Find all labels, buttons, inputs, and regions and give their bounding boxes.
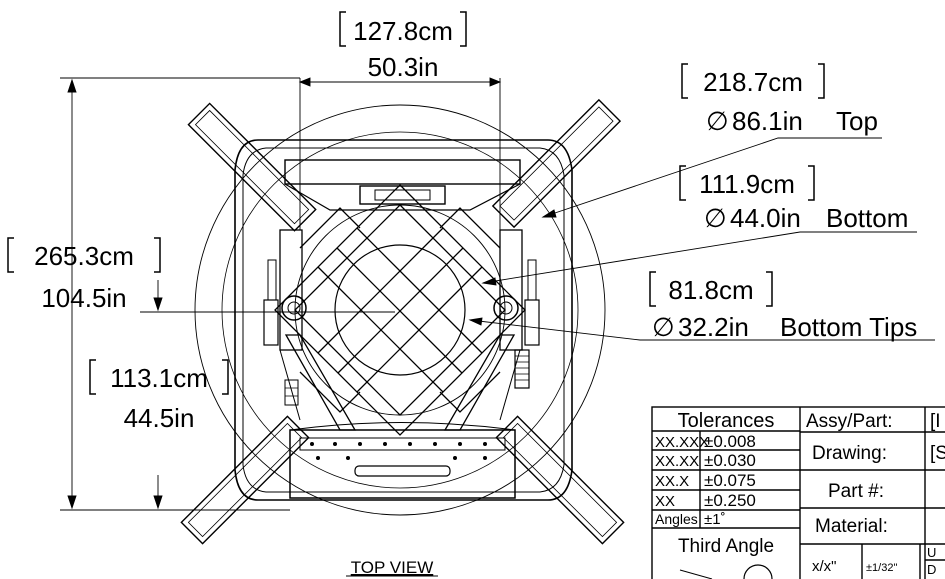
note-u: U bbox=[927, 545, 936, 560]
dim-tips-diameter: 81.8cm ∅ 32.2in Bottom Tips bbox=[649, 271, 917, 342]
tol-format-0: XX.XXX bbox=[655, 434, 709, 451]
dim-bottom-diameter-cm: 111.9cm bbox=[699, 169, 795, 199]
dim-bottom-diameter: 111.9cm ∅ 44.0in Bottom bbox=[679, 165, 908, 233]
lower-right-arm bbox=[495, 415, 625, 545]
outer-frame bbox=[234, 139, 573, 501]
dim-bottom-diameter-in: 44.0in bbox=[730, 203, 801, 233]
view-label: TOP VIEW bbox=[351, 558, 434, 577]
dim-tips-diameter-label: Bottom Tips bbox=[780, 312, 917, 342]
top-beam-block bbox=[359, 185, 446, 205]
field-value-assy: [I bbox=[930, 411, 941, 432]
lattice bbox=[274, 184, 526, 436]
left-pivot bbox=[281, 295, 307, 321]
right-post bbox=[499, 229, 523, 351]
dim-overall-height-in: 104.5in bbox=[41, 283, 126, 313]
inner-frame bbox=[242, 147, 565, 493]
right-pivot bbox=[493, 295, 519, 321]
lower-left-arm bbox=[180, 415, 310, 545]
top-beam bbox=[284, 159, 521, 185]
bottom-tips-circle bbox=[334, 244, 466, 376]
note-d: D bbox=[927, 562, 936, 577]
dim-top-diameter-cm: 218.7cm bbox=[703, 67, 803, 97]
upper-left-arm bbox=[187, 102, 317, 232]
projection-label: Third Angle bbox=[678, 536, 774, 557]
dim-center-height-cm: 113.1cm bbox=[110, 363, 208, 393]
left-post bbox=[279, 229, 303, 351]
dim-top-diameter-label: Top bbox=[836, 106, 878, 136]
machine-outline bbox=[180, 98, 625, 545]
tol-value-4: ±1˚ bbox=[704, 511, 726, 528]
dim-top-diameter: 218.7cm ∅ 86.1in Top bbox=[681, 63, 878, 136]
tol-value-3: ±0.250 bbox=[704, 491, 756, 510]
title-block bbox=[651, 406, 945, 579]
fraction-tolerance: ±1/32" bbox=[866, 562, 897, 574]
dim-overall-height: 265.3cm 104.5in bbox=[7, 237, 161, 313]
dim-center-height: 113.1cm 44.5in bbox=[89, 359, 229, 433]
tolerances-header: Tolerances bbox=[678, 410, 775, 432]
tol-value-1: ±0.030 bbox=[704, 451, 756, 470]
dim-center-height-in: 44.5in bbox=[124, 403, 195, 433]
bottom-diameter-circle bbox=[294, 204, 506, 416]
field-drawing: Drawing: bbox=[812, 443, 887, 464]
field-material: Material: bbox=[815, 516, 888, 537]
top-diameter-circle bbox=[194, 104, 606, 516]
tol-format-2: XX.X bbox=[655, 473, 689, 490]
upper-right-arm bbox=[491, 98, 622, 229]
dim-tips-diameter-cm: 81.8cm bbox=[668, 275, 753, 305]
dim-bottom-diameter-label: Bottom bbox=[826, 203, 908, 233]
dim-tips-diameter-in: 32.2in bbox=[678, 312, 749, 342]
tol-format-4: Angles bbox=[655, 511, 698, 527]
field-assy-part: Assy/Part: bbox=[806, 411, 893, 432]
dim-tips-diameter-symbol: ∅ bbox=[652, 312, 675, 342]
field-value-drawing: [S bbox=[930, 443, 945, 464]
tol-value-0: ±0.008 bbox=[704, 432, 756, 451]
fraction-format: x/x" bbox=[812, 558, 837, 575]
dim-top-diameter-symbol: ∅ bbox=[706, 106, 729, 136]
bottom-base bbox=[289, 429, 516, 499]
right-lower-leg bbox=[443, 334, 516, 431]
dim-overall-height-cm: 265.3cm bbox=[34, 241, 134, 271]
tol-format-3: XX bbox=[655, 493, 675, 510]
dim-top-diameter-in: 86.1in bbox=[732, 106, 803, 136]
base-bolts bbox=[310, 442, 487, 460]
left-lower-leg bbox=[284, 334, 357, 431]
tol-value-2: ±0.075 bbox=[704, 471, 756, 490]
mid-circle bbox=[221, 131, 579, 489]
tol-format-1: XX.XX bbox=[655, 453, 699, 470]
dim-bottom-diameter-symbol: ∅ bbox=[704, 203, 727, 233]
dimension-lines bbox=[60, 77, 935, 511]
dim-top-width-cm: 127.8cm bbox=[353, 16, 453, 46]
dim-top-width-in: 50.3in bbox=[368, 52, 439, 82]
field-part-number: Part #: bbox=[828, 481, 884, 502]
dim-top-width: 127.8cm 50.3in bbox=[339, 11, 467, 82]
title-block-text: Tolerances XX.XXX ±0.008 XX.XX ±0.030 XX… bbox=[655, 410, 945, 577]
